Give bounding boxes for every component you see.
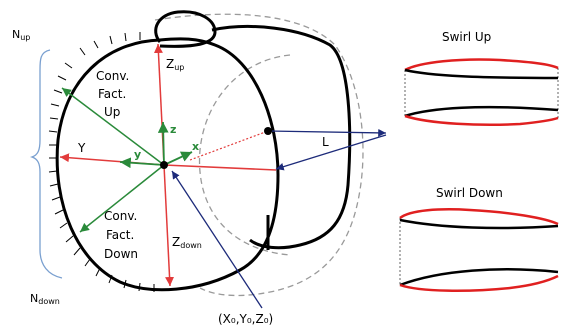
conv-down-arrow: [79, 164, 165, 233]
z-local-label: z: [170, 123, 176, 136]
conv-down-line1: Conv.: [104, 209, 137, 223]
l-arrow-lower: [275, 134, 387, 171]
right-scroll: [211, 25, 352, 250]
right-red-line: [163, 164, 277, 171]
y-big-label: Y: [77, 141, 86, 155]
brace-up: [29, 49, 51, 173]
top-loop: [154, 10, 217, 48]
n-up-label: Nup: [12, 28, 30, 42]
z-up-label: Zup: [166, 57, 184, 72]
conv-up-line3: Up: [104, 105, 120, 119]
brace-down: [39, 172, 63, 279]
swirl-up-title: Swirl Up: [442, 30, 491, 44]
local-z-arrow: [157, 121, 169, 166]
dashed-outer-contour: [154, 13, 364, 297]
origin-dot: [160, 161, 168, 169]
z-down-label: Zdown: [172, 235, 202, 250]
l-arrow-upper: [267, 128, 387, 137]
origin-label: (X₀,Y₀,Z₀): [218, 312, 273, 326]
n-down-label: Ndown: [30, 292, 60, 306]
l-label: L: [322, 135, 329, 149]
local-x-arrow: [163, 151, 193, 166]
swirl-down-title: Swirl Down: [436, 186, 503, 200]
tick-marks: [48, 32, 155, 292]
local-y-arrow: [119, 157, 165, 169]
conv-up-line2: Fact.: [98, 87, 126, 101]
y-local-label: y: [134, 148, 141, 161]
swirl-up-profile: [404, 58, 559, 126]
conv-up-line1: Conv.: [96, 69, 129, 83]
origin-pointer-arrow: [171, 170, 263, 309]
body-outline: [55, 37, 280, 292]
swirl-down-profile: [399, 208, 559, 292]
x-local-label: x: [192, 140, 199, 153]
z-down-arrow: [163, 164, 175, 287]
swirl-center-dot: [264, 127, 272, 135]
conv-down-line2: Fact.: [106, 228, 134, 242]
conv-down-line3: Down: [104, 247, 138, 261]
red-dotted-line: [189, 130, 269, 161]
conv-up-arrow: [61, 87, 165, 166]
